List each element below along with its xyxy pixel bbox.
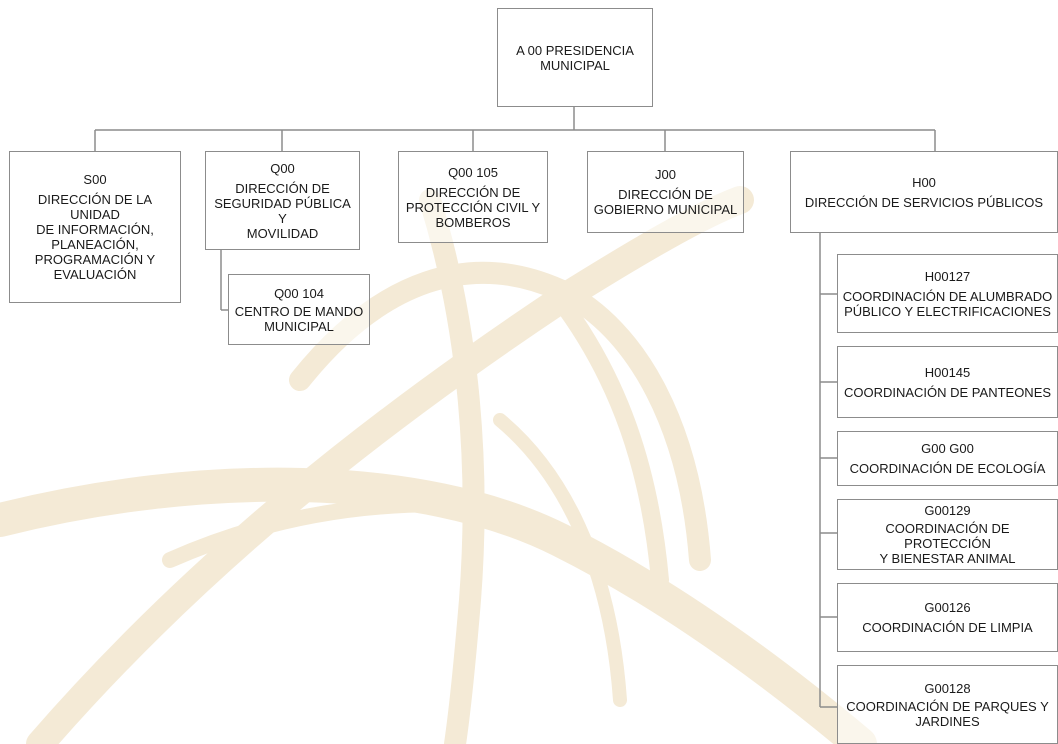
unit-g00g00-box: G00 G00 COORDINACIÓN DE ECOLOGÍA — [837, 431, 1058, 486]
unit-code: J00 — [655, 167, 676, 182]
unit-h00127-box: H00127 COORDINACIÓN DE ALUMBRADO PÚBLICO… — [837, 254, 1058, 333]
unit-j00-box: J00 DIRECCIÓN DE GOBIERNO MUNICIPAL — [587, 151, 744, 233]
unit-g00129-box: G00129 COORDINACIÓN DE PROTECCIÓN Y BIEN… — [837, 499, 1058, 570]
unit-name: DIRECCIÓN DE LA UNIDAD DE INFORMACIÓN, P… — [34, 192, 156, 282]
unit-name: COORDINACIÓN DE PANTEONES — [843, 384, 1052, 400]
unit-code: G00129 — [924, 503, 971, 518]
unit-name: DIRECCIÓN DE GOBIERNO MUNICIPAL — [593, 187, 738, 217]
unit-s00-box: S00 DIRECCIÓN DE LA UNIDAD DE INFORMACIÓ… — [9, 151, 181, 303]
unit-name: COORDINACIÓN DE PARQUES Y JARDINES — [846, 698, 1049, 729]
unit-g00128-box: G00128 COORDINACIÓN DE PARQUES Y JARDINE… — [837, 665, 1058, 744]
unit-h00145-box: H00145 COORDINACIÓN DE PANTEONES — [837, 346, 1058, 418]
unit-name: COORDINACIÓN DE ALUMBRADO PÚBLICO Y ELEC… — [842, 288, 1053, 319]
unit-code: Q00 — [270, 160, 295, 176]
unit-q00105-box: Q00 105 DIRECCIÓN DE PROTECCIÓN CIVIL Y … — [398, 151, 548, 243]
unit-code: H00127 — [924, 268, 971, 284]
unit-g00126-box: G00126 COORDINACIÓN DE LIMPIA — [837, 583, 1058, 652]
unit-q00-box: Q00 DIRECCIÓN DE SEGURIDAD PÚBLICA Y MOV… — [205, 151, 360, 250]
unit-code: S00 — [83, 172, 107, 187]
unit-name: DIRECCIÓN DE PROTECCIÓN CIVIL Y BOMBEROS — [405, 184, 541, 230]
unit-h00-box: H00 DIRECCIÓN DE SERVICIOS PÚBLICOS — [790, 151, 1058, 233]
unit-code: G00 G00 — [921, 441, 974, 456]
unit-name: DIRECCIÓN DE SEGURIDAD PÚBLICA Y MOVILID… — [214, 180, 351, 241]
unit-q00104-box: Q00 104 CENTRO DE MANDO MUNICIPAL — [228, 274, 370, 345]
unit-name: CENTRO DE MANDO MUNICIPAL — [234, 303, 364, 334]
unit-name: COORDINACIÓN DE ECOLOGÍA — [849, 461, 1046, 476]
root-title: A 00 PRESIDENCIA MUNICIPAL — [516, 42, 634, 73]
unit-name: COORDINACIÓN DE LIMPIA — [862, 620, 1033, 635]
unit-code: H00145 — [924, 364, 971, 380]
unit-name: COORDINACIÓN DE PROTECCIÓN Y BIENESTAR A… — [879, 521, 1016, 566]
unit-name: DIRECCIÓN DE SERVICIOS PÚBLICOS — [804, 194, 1044, 210]
unit-code: Q00 105 — [448, 164, 498, 180]
unit-code: G00128 — [924, 680, 971, 696]
presidencia-municipal-box: A 00 PRESIDENCIA MUNICIPAL — [497, 8, 653, 107]
unit-code: G00126 — [924, 600, 971, 615]
unit-code: Q00 104 — [274, 285, 324, 301]
unit-code: H00 — [912, 174, 936, 190]
